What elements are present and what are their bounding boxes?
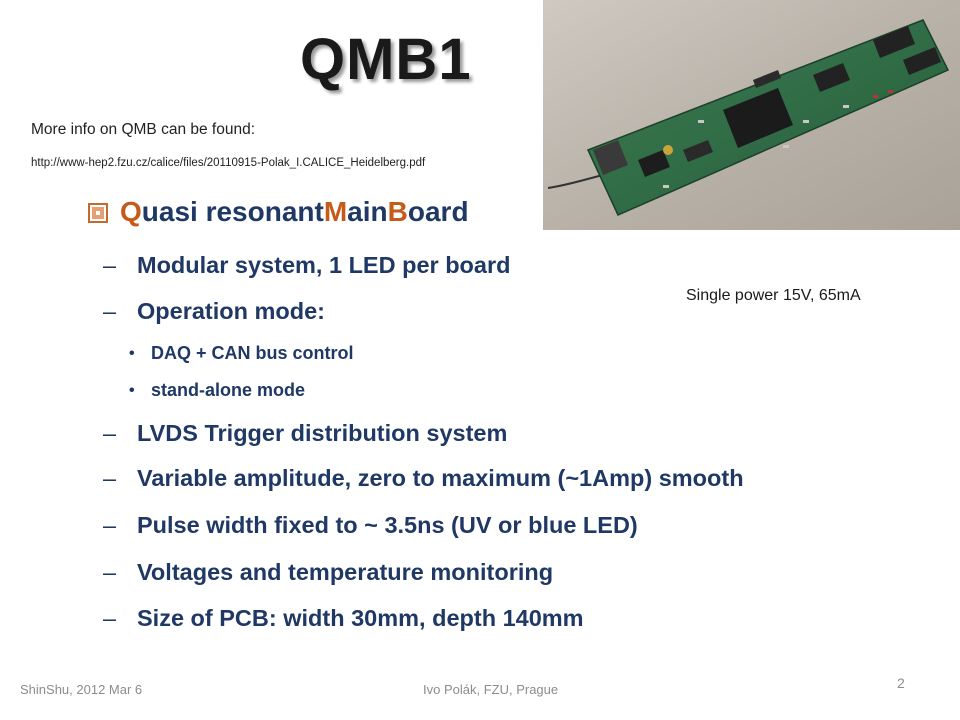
- more-info-link[interactable]: http://www-hep2.fzu.cz/calice/files/2011…: [31, 157, 426, 169]
- power-note: Single power 15V, 65mA: [686, 287, 861, 304]
- dash-bullet-icon: –: [103, 559, 117, 585]
- more-info-text: More info on QMB can be found:: [31, 121, 256, 138]
- list-item-label: Pulse width fixed to ~ 3.5ns (UV or blue…: [137, 512, 638, 538]
- list-subitem: • stand-alone mode: [129, 380, 305, 401]
- dash-bullet-icon: –: [103, 298, 117, 324]
- dash-bullet-icon: –: [103, 605, 117, 631]
- checkbox-bullet-icon: [88, 203, 108, 223]
- list-subitem-label: stand-alone mode: [151, 380, 306, 400]
- list-item-label: Size of PCB: width 30mm, depth 140mm: [137, 605, 584, 631]
- footer-author: Ivo Polák, FZU, Prague: [423, 682, 559, 697]
- main-bullet-b: B: [387, 196, 408, 227]
- list-item-label: Operation mode:: [137, 298, 326, 324]
- board-photo: [543, 0, 960, 230]
- slide-title: QMB1: [300, 27, 472, 92]
- main-bullet-m: M: [323, 196, 348, 227]
- list-item-label: Variable amplitude, zero to maximum (~1A…: [137, 465, 744, 491]
- list-item: –Modular system, 1 LED per board: [103, 252, 510, 279]
- main-bullet-part2: ain: [347, 196, 388, 227]
- list-subitem-label: DAQ + CAN bus control: [151, 343, 354, 363]
- dash-bullet-icon: –: [103, 252, 117, 278]
- list-item-label: Modular system, 1 LED per board: [137, 252, 511, 278]
- list-item: –Variable amplitude, zero to maximum (~1…: [103, 465, 744, 492]
- dot-bullet-icon: •: [129, 382, 135, 399]
- main-bullet-part3: oard: [407, 196, 469, 227]
- dash-bullet-icon: –: [103, 465, 117, 491]
- dot-bullet-icon: •: [129, 345, 135, 362]
- list-item: –Size of PCB: width 30mm, depth 140mm: [103, 605, 584, 632]
- main-bullet-q: Q: [120, 196, 142, 227]
- list-item: –Voltages and temperature monitoring: [103, 559, 553, 586]
- list-item-label: LVDS Trigger distribution system: [137, 420, 508, 446]
- page-number: 2: [897, 675, 905, 691]
- list-item: –Pulse width fixed to ~ 3.5ns (UV or blu…: [103, 512, 638, 539]
- footer-event: ShinShu, 2012 Mar 6: [20, 682, 143, 697]
- dash-bullet-icon: –: [103, 420, 117, 446]
- list-item: –LVDS Trigger distribution system: [103, 420, 507, 447]
- main-bullet-part1: uasi resonant: [141, 196, 324, 227]
- list-item: –Operation mode:: [103, 298, 325, 325]
- list-subitem: • DAQ + CAN bus control: [129, 343, 354, 364]
- dash-bullet-icon: –: [103, 512, 117, 538]
- list-item-label: Voltages and temperature monitoring: [137, 559, 554, 585]
